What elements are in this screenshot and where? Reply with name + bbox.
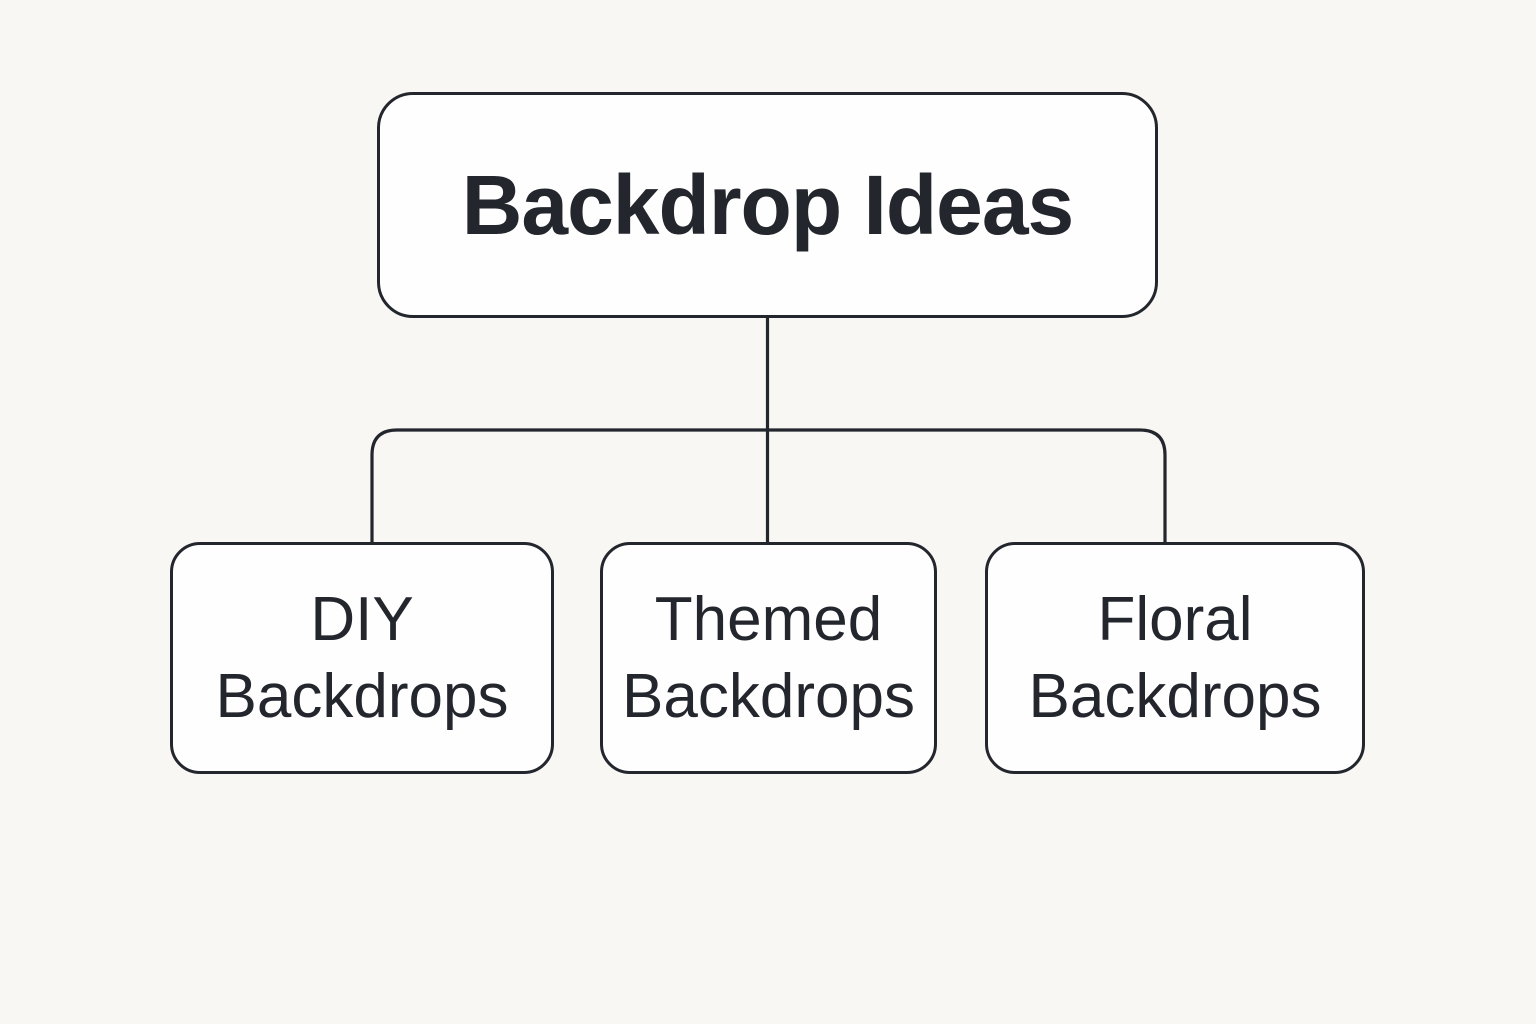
node-diy-backdrops: DIY Backdrops: [170, 542, 554, 774]
node-themed-backdrops: Themed Backdrops: [600, 542, 937, 774]
node-label-line: Themed: [654, 585, 883, 654]
node-label-line: Backdrops: [622, 662, 915, 731]
node-floral-backdrops: Floral Backdrops: [985, 542, 1365, 774]
node-label-line: DIY: [310, 585, 414, 654]
node-label-line: Backdrops: [215, 662, 509, 731]
node-label-line: Floral: [1097, 585, 1253, 654]
node-root-label: Backdrop Ideas: [461, 157, 1075, 252]
node-label-line: Backdrops: [1028, 662, 1322, 731]
node-backdrop-ideas: Backdrop Ideas: [377, 92, 1158, 318]
connector-bracket: [370, 428, 1167, 543]
